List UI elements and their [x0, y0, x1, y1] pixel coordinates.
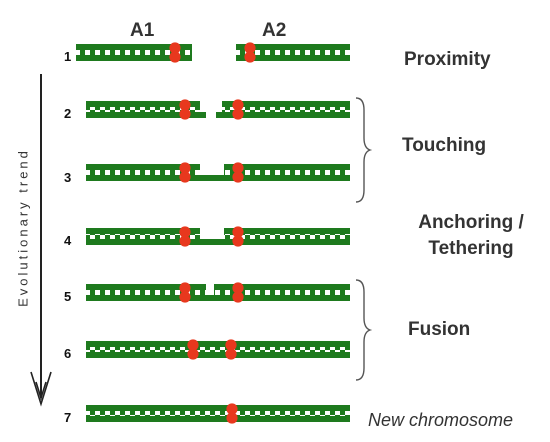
bottom-strand-6-0 [86, 352, 350, 358]
chromatid-pattern-6-0 [86, 346, 350, 352]
chromatid-pattern-4-0 [86, 233, 200, 239]
centromere-1-1-bottom [244, 51, 256, 63]
bottom-strand-2-0 [86, 112, 206, 118]
top-strand-1-0 [76, 44, 192, 50]
centromere-7-0-bottom [226, 412, 238, 424]
centromere-2-1-bottom [232, 108, 244, 120]
centromere-2-0-bottom [179, 108, 191, 120]
centromere-4-0-bottom [179, 235, 191, 247]
bottom-strand-4-0 [86, 239, 350, 245]
top-strand-7-0 [86, 405, 350, 411]
bottom-strand-3-0 [86, 175, 350, 181]
centromere-4-1-top [232, 226, 244, 238]
bottom-strand-2-1 [216, 112, 350, 118]
chromatid-pattern-7-0 [86, 410, 350, 416]
centromere-6-1-bottom [225, 348, 237, 360]
touching-brace [355, 97, 373, 203]
label-new-chromosome: New chromosome [368, 410, 514, 430]
chromatid-pattern-2-1 [222, 106, 350, 112]
row-number-3: 3 [64, 170, 72, 185]
centromere-3-1-top [232, 162, 244, 174]
row-number-6: 6 [64, 346, 72, 361]
row-number-7: 7 [64, 410, 72, 425]
top-strand-2-1 [222, 101, 350, 107]
row-number-1: 1 [64, 49, 72, 64]
chromatid-pattern-4-1 [224, 233, 350, 239]
centromere-2-0-top [179, 99, 191, 111]
bottom-strand-5-0 [86, 295, 350, 301]
header-a1: A1 [130, 20, 155, 41]
row-number-4: 4 [64, 233, 72, 248]
centromere-5-0-bottom [179, 291, 191, 303]
label-proximity: Proximity [404, 49, 491, 70]
evolution-arrow [30, 74, 52, 407]
centromere-1-0-bottom [169, 51, 181, 63]
chromatid-pattern-2-0 [86, 106, 200, 112]
label-touching: Touching [402, 135, 487, 156]
label-anchoring-line2: Tethering [428, 238, 514, 259]
top-strand-1-1 [236, 44, 350, 50]
top-strand-2-0 [86, 101, 200, 107]
centromere-3-1-bottom [232, 171, 244, 183]
evolutionary-trend-label: Evolutionary trend [15, 148, 31, 307]
chromatid-pattern-3-0 [86, 169, 200, 175]
chromatid-pattern-5-0 [86, 289, 206, 295]
centromere-7-0-top [226, 403, 238, 415]
centromere-5-1-top [232, 282, 244, 294]
bottom-strand-7-0 [86, 416, 350, 422]
fusion-brace [355, 279, 373, 381]
top-strand-4-0 [86, 228, 200, 234]
centromere-6-1-top [225, 339, 237, 351]
centromere-2-1-top [232, 99, 244, 111]
label-fusion: Fusion [408, 319, 471, 340]
centromere-5-0-top [179, 282, 191, 294]
top-strand-5-1 [214, 284, 350, 290]
centromere-5-1-bottom [232, 291, 244, 303]
row-number-2: 2 [64, 106, 72, 121]
row-number-5: 5 [64, 289, 72, 304]
centromere-4-1-bottom [232, 235, 244, 247]
centromere-4-0-top [179, 226, 191, 238]
centromere-1-0-top [169, 42, 181, 54]
centromere-6-0-bottom [187, 348, 199, 360]
chromatid-pattern-5-1 [214, 289, 350, 295]
rows-layer [76, 42, 350, 424]
centromere-6-0-top [187, 339, 199, 351]
label-anchoring-line1: Anchoring / [418, 212, 524, 233]
chromatid-pattern-3-1 [224, 169, 350, 175]
centromere-1-1-top [244, 42, 256, 54]
centromere-3-0-bottom [179, 171, 191, 183]
top-strand-6-0 [86, 341, 350, 347]
top-strand-5-0 [86, 284, 206, 290]
top-strand-3-1 [224, 164, 350, 170]
label-anchoring-tethering: Anchoring / Tethering [396, 210, 546, 262]
chromatid-pattern-1-1 [236, 49, 350, 55]
bottom-strand-1-0 [76, 55, 192, 61]
centromere-3-0-top [179, 162, 191, 174]
top-strand-3-0 [86, 164, 200, 170]
top-strand-4-1 [224, 228, 350, 234]
chromatid-pattern-1-0 [76, 49, 192, 55]
bottom-strand-1-1 [236, 55, 350, 61]
header-a2: A2 [262, 20, 287, 41]
